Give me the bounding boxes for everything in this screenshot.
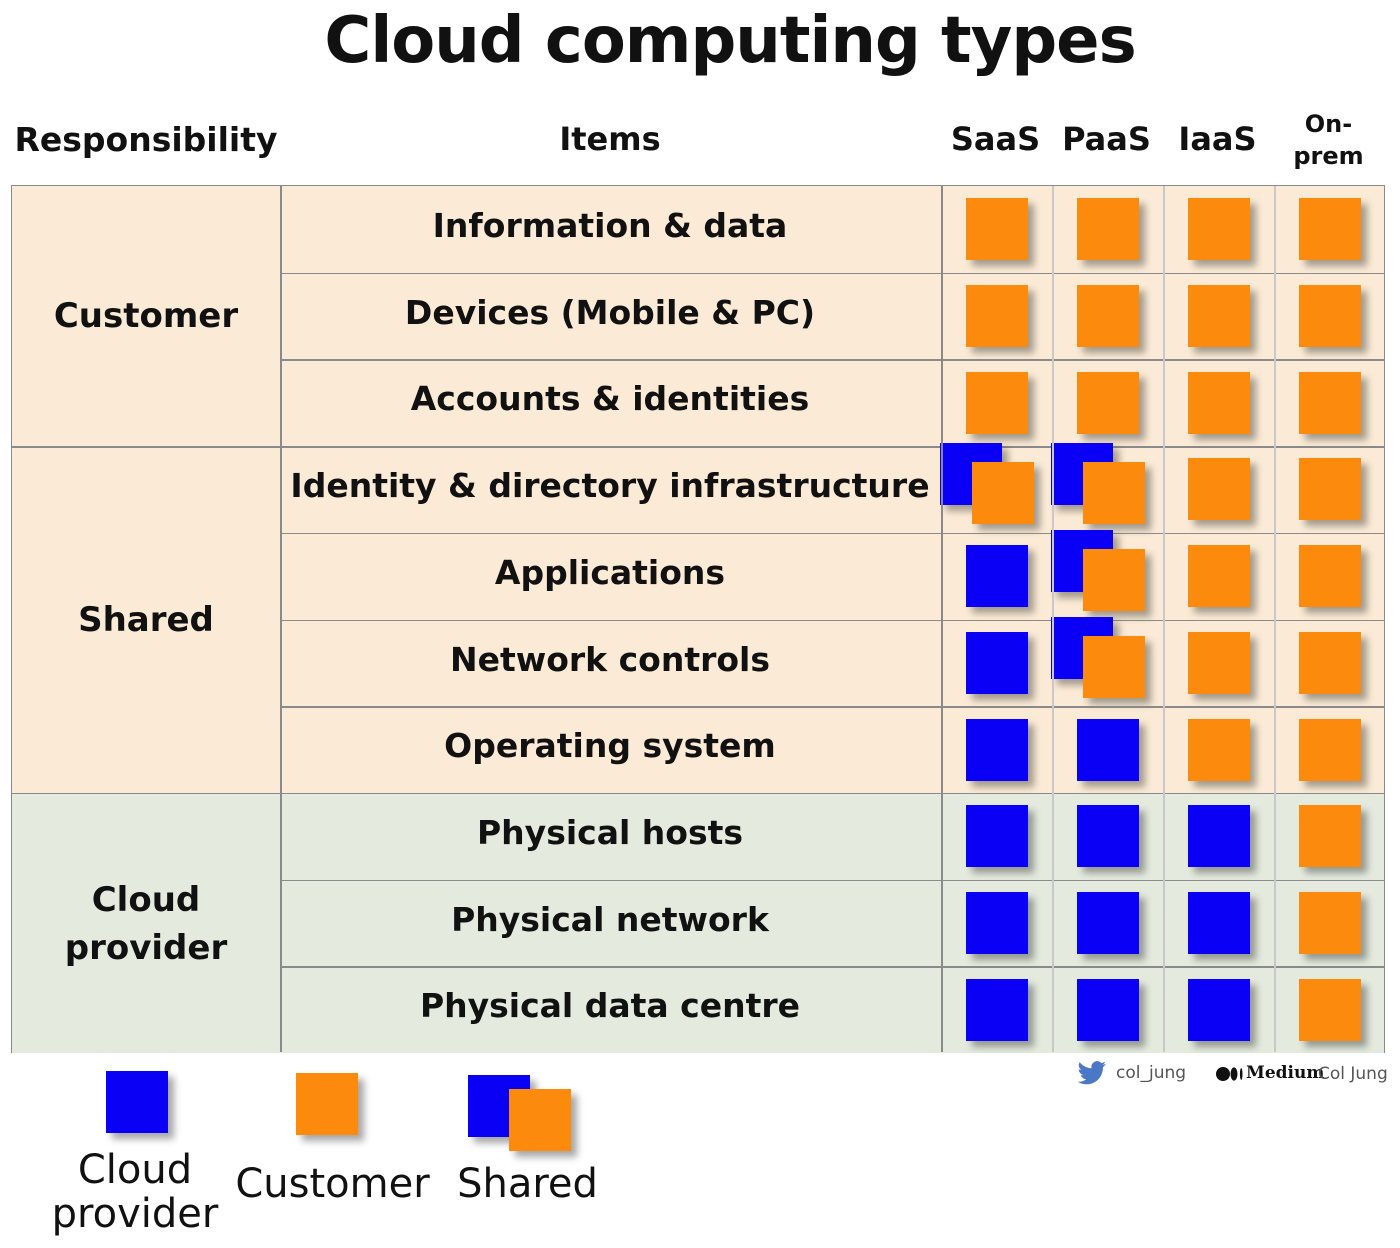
row-label: Devices (Mobile & PC) [404, 292, 816, 332]
legend-cloud-swatch [106, 1071, 168, 1133]
cloud-provider-square-saas [965, 978, 1028, 1041]
medium-author: Col Jung [1318, 1064, 1388, 1084]
row-label: Network controls [449, 639, 771, 679]
customer-square-paas [1076, 198, 1139, 261]
customer-square-paas [1076, 285, 1139, 348]
cloud-provider-square-saas [965, 805, 1028, 868]
column-divider [1052, 186, 1054, 1052]
row-divider [280, 359, 1384, 361]
cloud-provider-square-iaas [1187, 978, 1250, 1041]
twitter-handle: col_jung [1116, 1063, 1187, 1083]
group-label-shared: Shared [78, 600, 214, 640]
cloud-provider-square-saas [965, 631, 1028, 694]
customer-square-onprem [1298, 631, 1361, 694]
column-divider [1163, 186, 1165, 1052]
customer-square-onprem [1298, 805, 1361, 868]
legend-shared-swatch-orange [509, 1089, 571, 1151]
column-divider [1274, 186, 1276, 1052]
group-divider [12, 446, 1384, 448]
shared-square-orange-saas [971, 462, 1034, 525]
cloud-provider-square-paas [1076, 718, 1139, 781]
row-divider [280, 706, 1384, 708]
cloud-provider-square-paas [1076, 891, 1139, 954]
customer-square-iaas [1187, 718, 1250, 781]
row-divider [280, 272, 1384, 275]
row-divider [280, 532, 1384, 535]
customer-square-onprem [1298, 198, 1361, 261]
header-saas: SaaS [950, 120, 1041, 158]
legend-shared-label: Shared [457, 1161, 598, 1207]
shared-square-orange-paas [1082, 549, 1145, 612]
cloud-provider-square-saas [965, 891, 1028, 954]
group-label-customer: Customer [53, 296, 239, 336]
row-label: Identity & directory infrastructure [290, 466, 930, 506]
group-divider [12, 792, 1384, 795]
row-label: Applications [494, 552, 726, 592]
customer-square-onprem [1298, 458, 1361, 521]
customer-square-saas [965, 198, 1028, 261]
legend-cloud-line1: Cloud [77, 1147, 193, 1193]
cloud-provider-square-paas [1076, 805, 1139, 868]
medium-logo-text: Medium [1246, 1063, 1325, 1083]
cloud-provider-square-iaas [1187, 891, 1250, 954]
shared-square-orange-paas [1082, 635, 1145, 698]
column-divider [280, 186, 282, 1052]
header-iaas: IaaS [1178, 120, 1257, 158]
header-paas: PaaS [1062, 120, 1151, 158]
row-divider [280, 966, 1384, 968]
shared-square-orange-paas [1082, 462, 1145, 525]
group-label-cloud-provider: Cloud provider [12, 876, 280, 972]
column-divider [941, 186, 943, 1052]
header-onprem-line1: On- [1304, 110, 1353, 138]
legend-cloud-label: Cloud provider [30, 1148, 240, 1236]
customer-square-onprem [1298, 978, 1361, 1041]
responsibility-matrix: Customer Shared Cloud provider Informati… [11, 185, 1385, 1053]
legend-customer-swatch [296, 1073, 358, 1135]
cloud-provider-square-saas [965, 718, 1028, 781]
customer-square-paas [1076, 371, 1139, 434]
band-customer [12, 186, 1384, 446]
customer-square-saas [965, 285, 1028, 348]
row-divider [280, 879, 1384, 882]
row-label: Physical hosts [477, 812, 743, 852]
row-divider [280, 619, 1384, 621]
header-responsibility: Responsibility [14, 120, 278, 159]
legend-customer-label: Customer [235, 1161, 430, 1207]
row-label: Accounts & identities [410, 379, 810, 419]
cloud-provider-square-saas [965, 545, 1028, 608]
customer-square-iaas [1187, 458, 1250, 521]
customer-square-iaas [1187, 371, 1250, 434]
twitter-bird-icon [1077, 1061, 1106, 1085]
cloud-provider-square-iaas [1187, 805, 1250, 868]
header-onprem: On- prem [1273, 108, 1384, 172]
medium-logo-icon [1216, 1067, 1243, 1081]
customer-square-onprem [1298, 371, 1361, 434]
customer-square-iaas [1187, 545, 1250, 608]
row-label: Operating system [444, 726, 776, 766]
customer-square-onprem [1298, 718, 1361, 781]
header-items: Items [559, 120, 661, 158]
band-cloud-provider [12, 793, 1384, 1053]
customer-square-onprem [1298, 545, 1361, 608]
row-label: Physical network [451, 899, 769, 939]
customer-square-iaas [1187, 631, 1250, 694]
customer-square-saas [965, 371, 1028, 434]
customer-square-onprem [1298, 891, 1361, 954]
legend-cloud-line2: provider [51, 1191, 219, 1237]
group-label-cloud-line1: Cloud [91, 880, 201, 920]
page-title: Cloud computing types [324, 4, 1136, 78]
customer-square-iaas [1187, 198, 1250, 261]
row-label: Physical data centre [419, 986, 801, 1026]
header-onprem-line2: prem [1293, 142, 1364, 170]
customer-square-iaas [1187, 285, 1250, 348]
group-label-cloud-line2: provider [64, 928, 228, 968]
row-label: Information & data [432, 206, 788, 245]
customer-square-onprem [1298, 285, 1361, 348]
cloud-provider-square-paas [1076, 978, 1139, 1041]
